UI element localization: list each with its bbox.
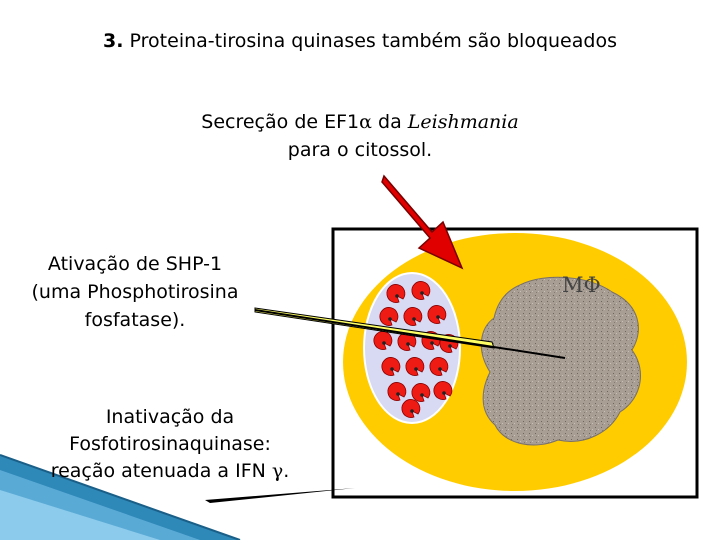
slide-title: 3. Proteina-tirosina quinases também são… (103, 30, 617, 52)
decorative-corner-wedge (0, 454, 241, 540)
secretion-label: Secreção de EF1α da Leishmania para o ci… (201, 111, 519, 161)
amastigote (405, 357, 425, 376)
amastigote (373, 331, 393, 350)
amastigote (401, 399, 421, 418)
amastigote (429, 357, 449, 376)
amastigote (411, 383, 431, 402)
amastigote (411, 281, 431, 300)
amastigote (403, 307, 423, 326)
amastigote (433, 381, 453, 400)
red-arrow (381, 174, 464, 270)
shp1-label: Ativação de SHP-1 (uma Phosphotirosina f… (31, 253, 239, 331)
amastigote (387, 382, 407, 401)
kinase-pointer (205, 488, 355, 503)
amastigote (386, 284, 406, 303)
nucleus (480, 276, 641, 446)
amastigote (381, 357, 401, 376)
amastigote-group (373, 281, 459, 418)
kinase-inactivation-label: Inativação da Fosfotirosinaquinase: reaç… (50, 406, 290, 482)
amastigote (427, 305, 447, 324)
amastigote (397, 332, 417, 351)
macrophage-label: MΦ (562, 273, 601, 297)
amastigote (379, 307, 399, 326)
